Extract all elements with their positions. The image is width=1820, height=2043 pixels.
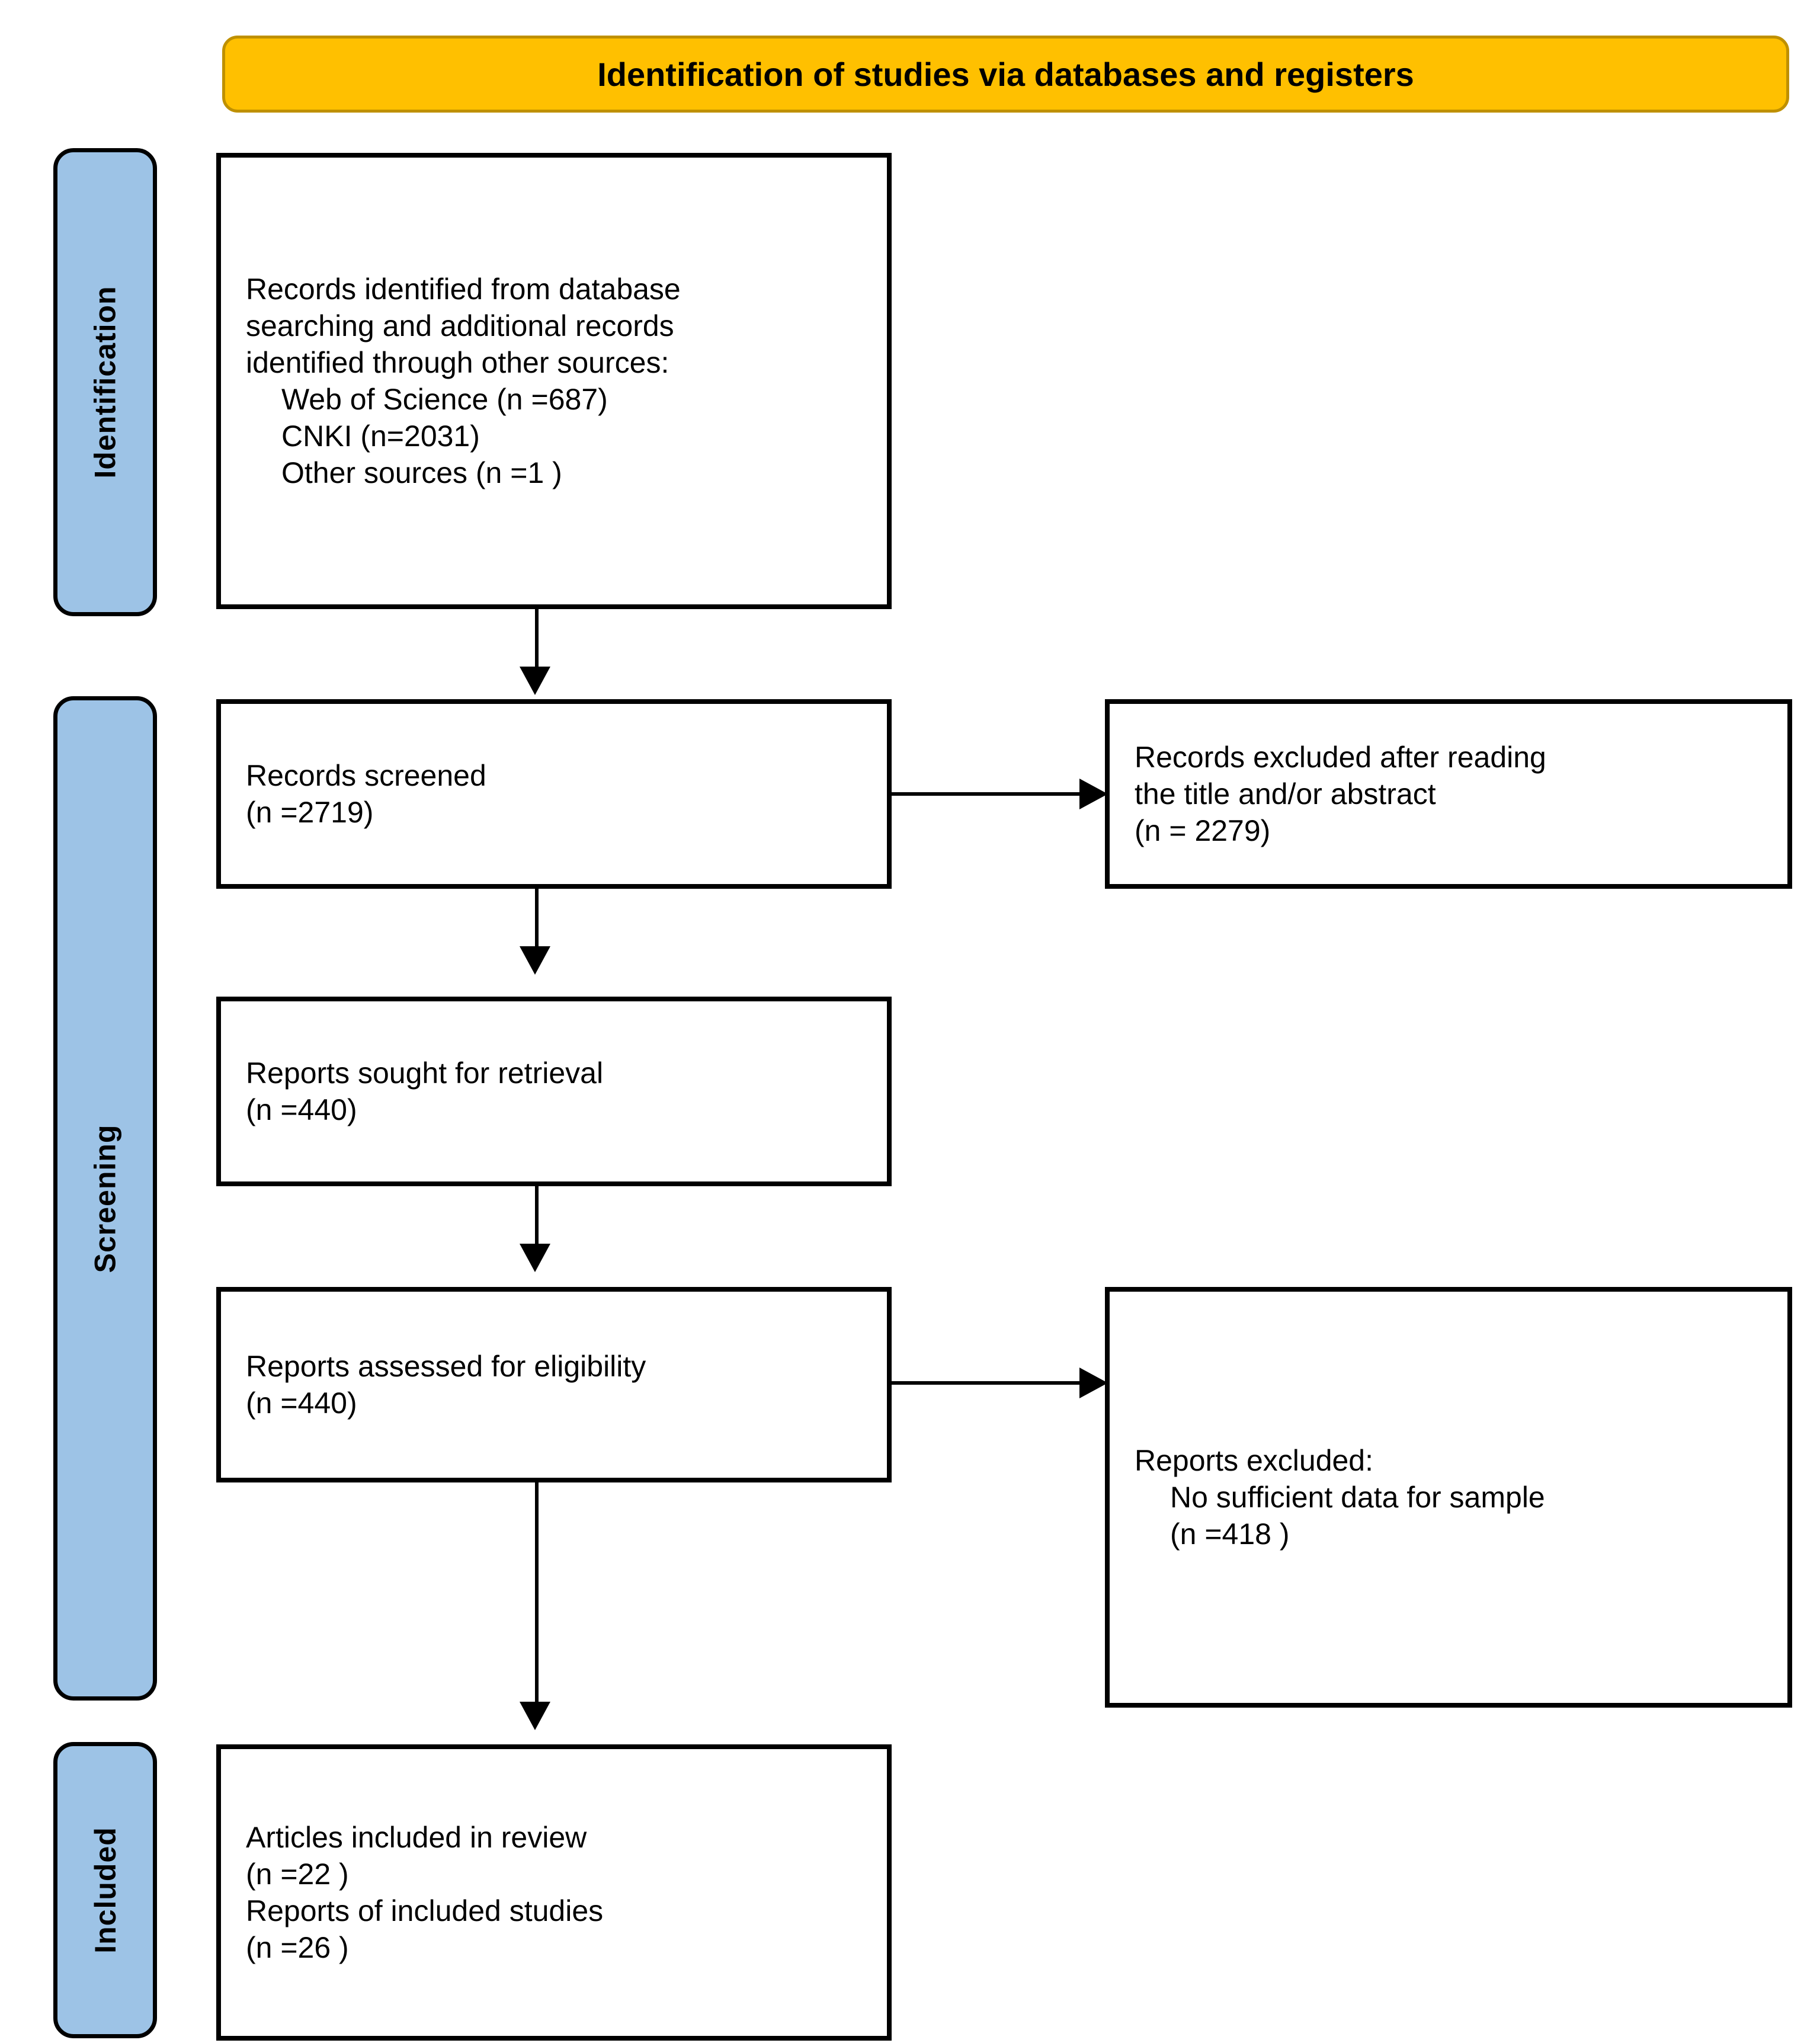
arrowhead-down-icon: [520, 1244, 550, 1272]
box-line: Reports sought for retrieval: [246, 1056, 604, 1090]
box-line: Records screened: [246, 759, 486, 792]
box-line: No sufficient data for sample: [1170, 1481, 1545, 1514]
box-line: (n =2719): [246, 796, 374, 829]
box-line: Articles included in review: [246, 1821, 587, 1854]
box-reports-assessed-for-eligibility: Reports assessed for eligibility (n =440…: [216, 1287, 892, 1482]
box-line: (n =418 ): [1170, 1517, 1290, 1551]
connector-assessed-to-included: [535, 1482, 539, 1708]
box-line: (n =440): [246, 1093, 357, 1126]
connector-screened-to-excluded: [892, 792, 1084, 796]
stage-label-identification: Identification: [88, 286, 122, 479]
arrowhead-right-icon: [1079, 1368, 1108, 1398]
arrowhead-right-icon: [1079, 779, 1108, 809]
box-line: (n =26 ): [246, 1931, 349, 1964]
box-reports-excluded: Reports excluded: No sufficient data for…: [1105, 1287, 1792, 1708]
box-line: Other sources (n =1 ): [281, 456, 562, 489]
connector-screened-to-sought: [535, 889, 539, 954]
box-line: (n =22 ): [246, 1858, 349, 1891]
arrowhead-down-icon: [520, 1702, 550, 1730]
arrowhead-down-icon: [520, 946, 550, 975]
box-records-excluded-title-abstract: Records excluded after reading the title…: [1105, 699, 1792, 889]
box-line: Records identified from database: [246, 273, 681, 306]
box-line: Reports assessed for eligibility: [246, 1350, 646, 1383]
box-articles-included-in-review: Articles included in review (n =22 ) Rep…: [216, 1744, 892, 2041]
diagram-header-banner: Identification of studies via databases …: [222, 36, 1789, 113]
box-line: Web of Science (n =687): [281, 383, 608, 416]
stage-tab-screening: Screening: [53, 696, 157, 1701]
box-records-identified: Records identified from database searchi…: [216, 153, 892, 609]
box-records-screened: Records screened (n =2719): [216, 699, 892, 889]
box-line: (n =440): [246, 1386, 357, 1420]
diagram-header-title: Identification of studies via databases …: [597, 55, 1414, 93]
box-line: CNKI (n=2031): [281, 420, 480, 453]
connector-identified-to-screened: [535, 609, 539, 674]
box-line: identified through other sources:: [246, 346, 669, 379]
box-line: the title and/or abstract: [1135, 777, 1436, 811]
connector-sought-to-assessed: [535, 1186, 539, 1251]
stage-label-included: Included: [88, 1827, 122, 1954]
stage-label-screening: Screening: [88, 1124, 122, 1273]
stage-tab-identification: Identification: [53, 148, 157, 616]
connector-assessed-to-reports-excluded: [892, 1381, 1084, 1385]
box-line: Reports of included studies: [246, 1894, 604, 1927]
box-line: (n = 2279): [1135, 814, 1271, 847]
stage-tab-included: Included: [53, 1742, 157, 2038]
box-reports-sought-for-retrieval: Reports sought for retrieval (n =440): [216, 997, 892, 1186]
box-line: Reports excluded:: [1135, 1444, 1374, 1477]
box-line: Records excluded after reading: [1135, 741, 1546, 774]
arrowhead-down-icon: [520, 667, 550, 695]
box-line: searching and additional records: [246, 309, 674, 342]
